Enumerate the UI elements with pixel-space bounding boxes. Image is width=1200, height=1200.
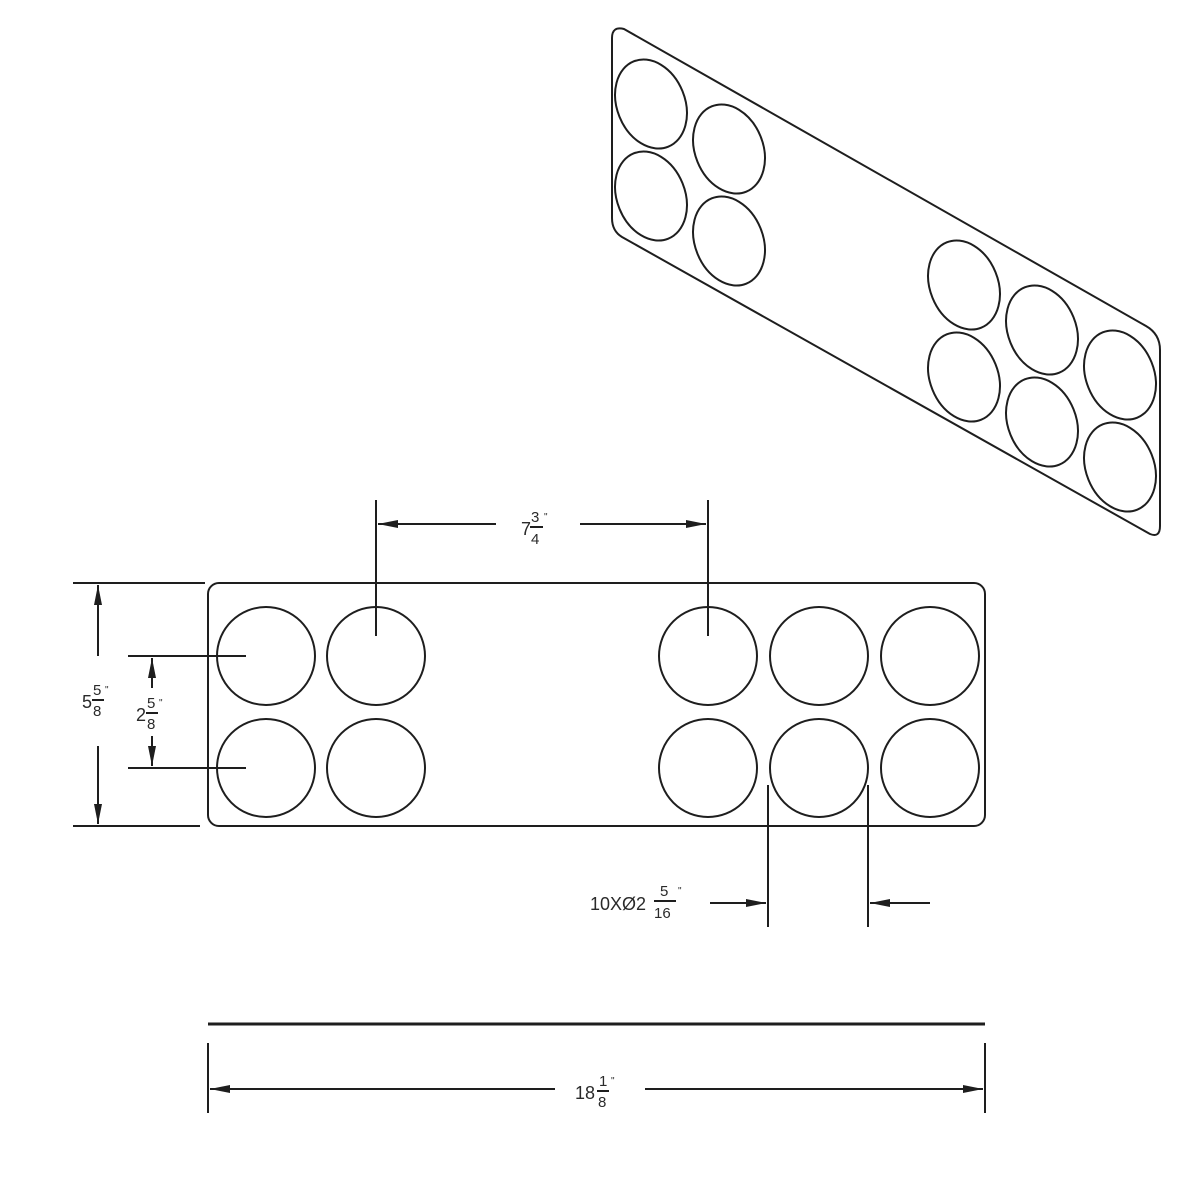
isometric-hole <box>927 239 1001 331</box>
isometric-left-hole-group <box>614 58 766 287</box>
isometric-plate-outline <box>611 27 1161 536</box>
dimension-hole-diameter: 10XØ2 5 16 " <box>590 785 930 927</box>
hole-spacing-numerator: 3 <box>531 509 539 526</box>
row-spacing-numerator: 5 <box>147 695 155 712</box>
hole-diameter-prefix: 10XØ2 <box>590 894 646 914</box>
hole-spacing-denominator: 4 <box>531 531 539 548</box>
isometric-hole <box>614 150 688 242</box>
front-hole <box>880 606 980 706</box>
overall-length-numerator: 1 <box>599 1073 607 1090</box>
overall-length-unit: " <box>611 1076 615 1087</box>
isometric-hole <box>927 331 1001 423</box>
overall-height-denominator: 8 <box>93 703 101 720</box>
hole-spacing-unit: " <box>544 512 548 523</box>
isometric-hole <box>1005 284 1079 376</box>
dimension-row-spacing: 2 5 8 " <box>128 655 246 769</box>
isometric-hole <box>614 58 688 150</box>
overall-height-numerator: 5 <box>93 682 101 699</box>
dimension-hole-spacing: 7 3 4 " <box>375 500 709 636</box>
front-right-hole-group <box>658 606 980 818</box>
hole-diameter-denominator: 16 <box>654 905 671 922</box>
overall-length-whole: 18 <box>575 1083 595 1103</box>
isometric-hole <box>692 195 766 287</box>
isometric-view <box>611 27 1161 536</box>
isometric-hole <box>1083 421 1157 513</box>
front-hole <box>769 606 869 706</box>
hole-diameter-unit: " <box>678 886 682 897</box>
row-spacing-denominator: 8 <box>147 716 155 733</box>
dimension-overall-length: 18 1 8 " <box>207 1022 986 1113</box>
front-view <box>207 582 986 827</box>
overall-height-unit: " <box>105 685 109 696</box>
row-spacing-whole: 2 <box>136 705 146 725</box>
isometric-hole <box>1005 376 1079 468</box>
front-plate-outline <box>207 582 986 827</box>
hole-diameter-numerator: 5 <box>660 883 668 900</box>
hole-spacing-whole: 7 <box>521 519 531 539</box>
front-hole <box>326 718 426 818</box>
dimension-overall-height: 5 5 8 " <box>73 582 205 827</box>
overall-height-whole: 5 <box>82 692 92 712</box>
front-hole <box>658 718 758 818</box>
front-left-hole-group <box>216 606 426 818</box>
isometric-right-hole-group <box>927 239 1157 513</box>
isometric-hole <box>692 103 766 195</box>
isometric-hole <box>1083 329 1157 421</box>
overall-length-denominator: 8 <box>598 1094 606 1111</box>
front-hole <box>769 718 869 818</box>
front-hole <box>880 718 980 818</box>
row-spacing-unit: " <box>159 698 163 709</box>
